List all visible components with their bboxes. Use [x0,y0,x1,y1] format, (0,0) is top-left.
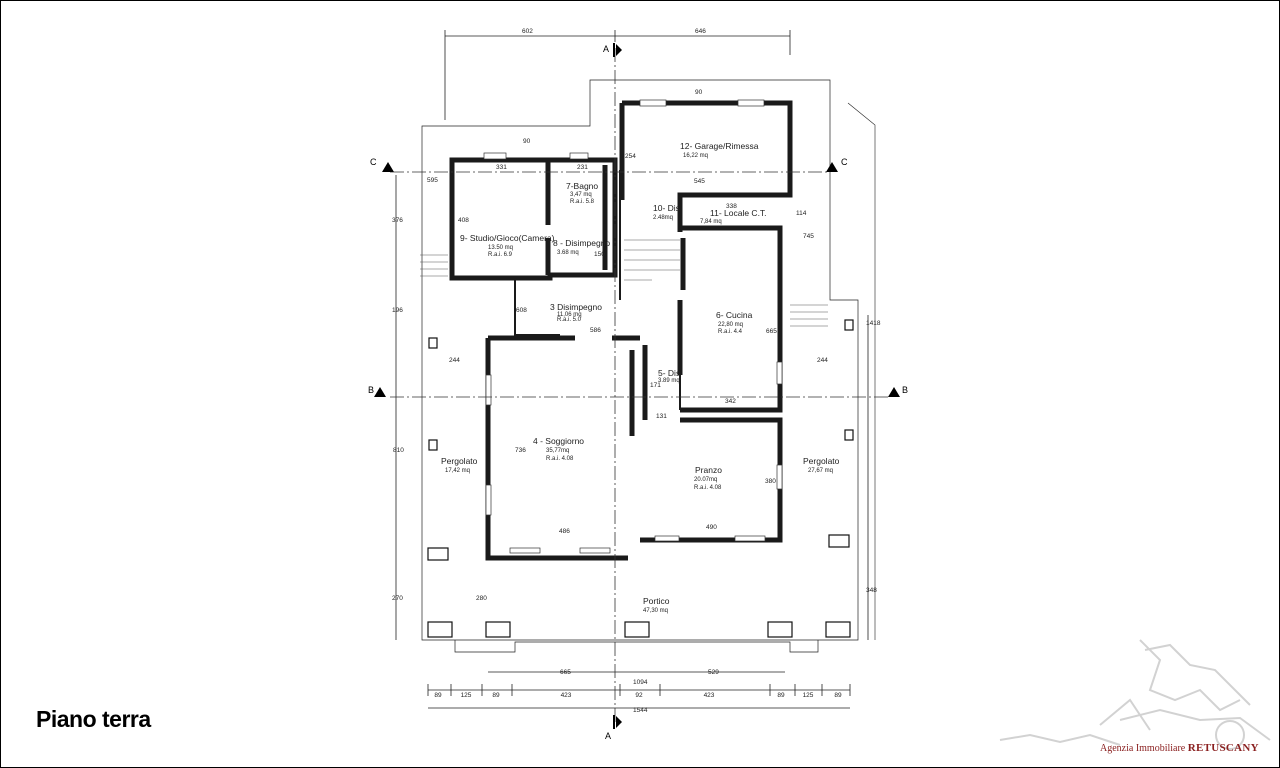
dim-171: 171 [650,382,661,389]
bottom-dimension-chain: 89 125 89 423 92 423 89 125 89 [427,684,851,699]
room-locale-label: 11- Locale C.T. [710,208,767,218]
dim-586: 586 [590,327,601,334]
dim-1094: 1094 [633,679,648,686]
bottom-chain-dim: 89 [492,692,500,699]
section-label-c-left: C [370,157,377,167]
page-title: Piano terra [36,706,151,732]
room-soggiorno-area: 35,77mq [546,448,569,454]
dim-244-right: 244 [817,357,828,364]
room-bagno-rai: R.a.i. 5.8 [570,199,595,205]
dim-244-left: 244 [449,357,460,364]
dim-665: 665 [560,669,571,676]
dim-150: 150 [594,251,605,258]
agency-brand: RETUSCANY [1187,742,1259,754]
dim-342: 342 [725,398,736,405]
dim-90b: 90 [523,138,531,145]
dim-490: 490 [706,524,717,531]
room-disimp3-area: 11,06 mq [557,312,582,318]
room-soggiorno-rai: R.a.i. 4.08 [546,456,574,462]
section-arrow-b-left [374,387,386,397]
room-pergolato-right-area: 27,67 mq [808,468,833,474]
section-label-a-bottom: A [605,731,611,741]
dim-254: 254 [625,153,636,160]
dim-1418: 1418 [866,320,881,327]
dim-529: 529 [708,669,719,676]
section-arrow-a-bottom [616,716,622,728]
room-garage-area: 16,22 mq [683,153,708,159]
bottom-chain-dim: 125 [461,692,472,699]
dim-231: 231 [577,164,588,171]
section-arrow-b-right [888,387,900,397]
room-studio-area: 13.50 mq [488,245,513,251]
room-disimp3-label: 3 Disimpegno [550,302,602,312]
dim-380: 380 [765,478,776,485]
dim-608: 608 [516,307,527,314]
room-locale-area: 7,84 mq [700,219,722,225]
dim-331: 331 [496,164,507,171]
room-pranzo-label: Pranzo [695,465,722,475]
room-dis10-label: 10- Dis [653,203,680,213]
section-label-b-left: B [368,385,374,395]
room-cucina-label: 6- Cucina [716,310,753,320]
bottom-chain-dim: 125 [803,692,814,699]
room-portico-label: Portico [643,596,670,606]
dim-top-right: 646 [695,28,706,35]
dim-196: 196 [392,307,403,314]
room-pranzo-area: 20.07mq [694,477,717,483]
dim-top-left: 602 [522,28,533,35]
dim-595: 595 [427,177,438,184]
dim-90a: 90 [695,89,703,96]
room-garage-label: 12- Garage/Rimessa [680,141,759,151]
dim-665-vertical: 665 [766,328,777,335]
section-label-c-right: C [841,157,848,167]
bottom-chain-dim: 89 [834,692,842,699]
room-bagno-area: 3,47 mq [570,192,592,198]
room-pergolato-right-label: Pergolato [803,456,840,466]
dim-810: 810 [393,447,404,454]
section-arrow-c-right [826,162,838,172]
section-arrow-a-top [616,44,622,56]
dim-376: 376 [392,217,403,224]
room-pergolato-left-label: Pergolato [441,456,478,466]
section-label-a-top: A [603,44,609,54]
room-dis5-label: 5- Dis [658,368,680,378]
room-pranzo-rai: R.a.i. 4.08 [694,485,722,491]
dim-131: 131 [656,413,667,420]
dim-270: 270 [392,595,403,602]
dim-408: 408 [458,217,469,224]
agency-watermark-logo [999,639,1271,750]
dim-338: 338 [726,203,737,210]
section-arrow-c-left [382,162,394,172]
agency-prefix: Agenzia Immobiliare [1100,743,1186,754]
agency-name: Agenzia Immobiliare RETUSCANY [1100,742,1259,754]
room-studio-rai: R.a.i. 6.9 [488,252,513,258]
room-dis10-area: 2.48mq [653,215,673,221]
bottom-chain-dim: 89 [434,692,442,699]
bottom-chain-dim: 92 [635,692,643,699]
bottom-chain-dim: 423 [561,692,572,699]
room-bagno-label: 7-Bagno [566,181,598,191]
room-disimp8-area: 3.68 mq [557,250,579,256]
dim-1544: 1544 [633,707,648,714]
dim-348: 348 [866,587,877,594]
dim-736: 736 [515,447,526,454]
section-label-b-right: B [902,385,908,395]
room-pergolato-left-area: 17,42 mq [445,468,470,474]
dim-280: 280 [476,595,487,602]
room-disimp8-label: 8 - Disimpegno [553,238,610,248]
dim-745: 745 [803,233,814,240]
room-soggiorno-label: 4 - Soggiorno [533,436,584,446]
dim-545: 545 [694,178,705,185]
room-dis5-area: 3.89 mq [658,378,680,384]
room-studio-label: 9- Studio/Gioco(Camera) [460,233,555,243]
room-disimp3-rai: R.a.i. 5.0 [557,317,582,323]
bottom-chain-dim: 423 [704,692,715,699]
bottom-chain-dim: 89 [777,692,785,699]
dim-114: 114 [796,210,807,217]
room-cucina-rai: R.a.i. 4.4 [718,329,743,335]
room-cucina-area: 22,80 mq [718,322,743,328]
dim-486: 486 [559,528,570,535]
room-portico-area: 47,30 mq [643,608,668,614]
